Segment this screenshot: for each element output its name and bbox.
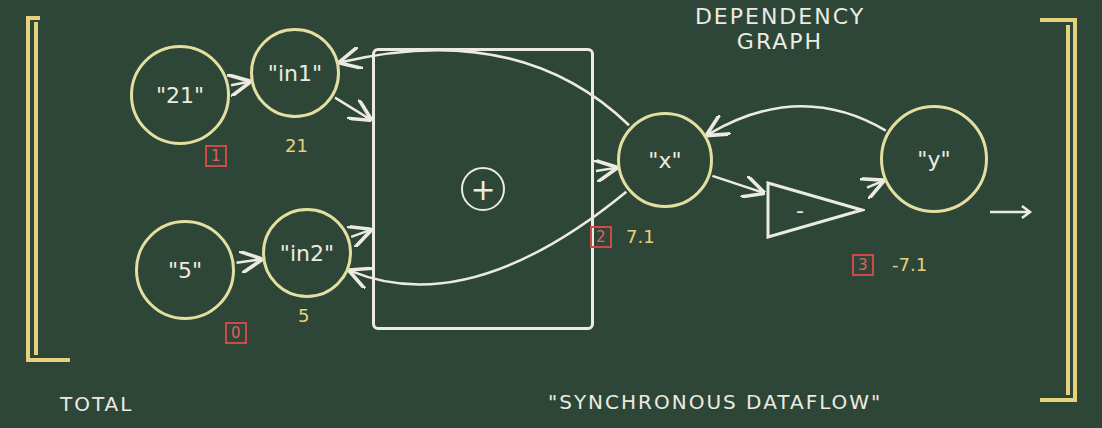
node-text: - [796, 198, 804, 223]
input-circle: "in2" [262, 208, 352, 298]
value-circle: "5" [135, 220, 235, 320]
dependency-arrow [708, 106, 886, 134]
dependency-arrow [341, 50, 629, 125]
value-label: 7.1 [626, 226, 655, 247]
callout-number: 1 [205, 145, 227, 167]
node-text: "in1" [268, 61, 322, 86]
callout-number: 0 [225, 322, 247, 344]
dependency-arrow [351, 230, 370, 237]
node-text: "21" [156, 83, 204, 108]
value-label: 21 [285, 135, 308, 156]
dependency-arrow [596, 168, 616, 171]
triangle-outline [765, 180, 865, 240]
operator-box: + [372, 48, 594, 330]
right-bracket [1040, 20, 1075, 400]
left-bracket [28, 18, 70, 360]
dependency-arrow [712, 176, 763, 193]
caption-text: "SYNCHRONOUS DATAFLOW" [548, 390, 882, 414]
callout-number: 3 [852, 254, 874, 276]
callout-number: 2 [590, 226, 612, 248]
node-text: + [461, 167, 505, 211]
negate-triangle: - [765, 180, 865, 240]
diagram-title: DEPENDENCY GRAPH [680, 4, 880, 54]
node-text: "5" [168, 258, 202, 283]
node-text: "y" [917, 147, 950, 172]
variable-circle: "y" [880, 105, 988, 213]
dependency-arrow [867, 181, 883, 188]
variable-circle: "x" [617, 112, 713, 208]
value-label: 5 [298, 305, 309, 326]
output-arrow [990, 206, 1030, 218]
node-text: "x" [648, 148, 681, 173]
value-circle: "21" [130, 45, 230, 145]
dependency-arrow [237, 259, 261, 262]
note-text: TOTAL [60, 392, 133, 416]
dependency-arrow [231, 82, 249, 85]
value-label: -7.1 [892, 254, 927, 275]
node-text: "in2" [280, 241, 334, 266]
dependency-arrow [335, 98, 370, 120]
input-circle: "in1" [250, 28, 340, 118]
